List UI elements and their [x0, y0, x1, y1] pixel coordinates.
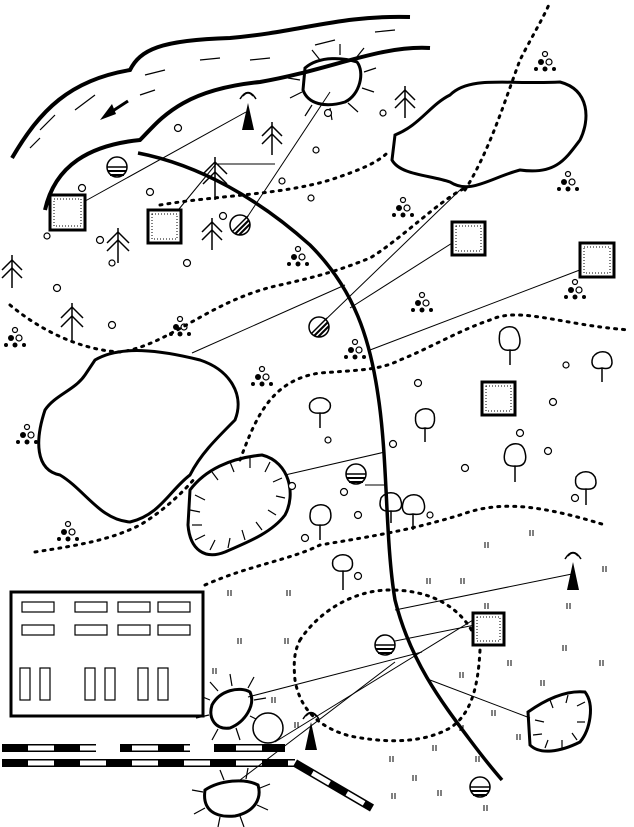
conifer-icon — [106, 228, 130, 263]
grass-tuft-icon — [459, 672, 464, 678]
grass-tuft-icon — [432, 745, 437, 751]
conifer-icon — [1, 255, 23, 288]
rock-pile-icon — [4, 326, 26, 348]
grass-tuft-icon — [475, 756, 480, 762]
building-icon — [48, 193, 87, 232]
grass-tuft-icon — [284, 638, 289, 644]
hill — [191, 767, 271, 827]
building-complex — [9, 590, 205, 718]
grass-tuft-icon — [602, 566, 607, 572]
lake — [390, 80, 588, 189]
dotted-boundaries — [8, 0, 632, 743]
conifer-icon — [201, 218, 223, 250]
grass-tuft-icon — [599, 660, 604, 666]
storage-tank — [252, 712, 284, 744]
tower-icon — [302, 711, 320, 750]
river-current-lines — [29, 29, 396, 149]
hill — [186, 453, 292, 557]
deciduous-tree-icon — [498, 326, 521, 365]
conifer-icon — [261, 122, 283, 155]
deciduous-tree-icon — [331, 554, 354, 590]
deciduous-tree-icon — [308, 397, 332, 428]
flow-arrow-icon — [100, 99, 129, 120]
building-icon — [578, 241, 616, 279]
rock-pile-icon — [534, 50, 556, 72]
boulders — [43, 108, 580, 581]
rock-pile-icon — [287, 245, 309, 267]
well-icon — [308, 316, 330, 338]
building-icon — [480, 380, 517, 417]
grass-tufts — [212, 530, 607, 811]
building-icon — [471, 611, 506, 647]
grass-tuft-icon — [437, 790, 442, 796]
grass-tuft-icon — [412, 775, 417, 781]
river — [10, 14, 431, 211]
deciduous-tree-icon — [401, 494, 426, 530]
grass-tuft-icon — [562, 645, 567, 651]
grass-tuft-icon — [227, 590, 232, 596]
grass-tuft-icon — [491, 710, 496, 716]
building-icon — [146, 208, 183, 245]
deciduous-tree-icon — [414, 408, 436, 442]
rock-pile-icon — [344, 338, 366, 360]
grass-tuft-icon — [212, 668, 217, 674]
grass-tuft-icon — [426, 578, 431, 584]
rock-piles — [4, 50, 586, 542]
grass-tuft-icon — [516, 734, 521, 740]
grass-tuft-icon — [484, 542, 489, 548]
grass-tuft-icon — [389, 756, 394, 762]
conifer-icon — [60, 303, 84, 340]
connector-lines — [77, 91, 586, 781]
well-icon — [469, 776, 491, 798]
deciduous-tree-icon — [574, 471, 597, 505]
building-icon — [450, 220, 487, 257]
grass-tuft-icon — [459, 725, 464, 731]
grass-tuft-icon — [460, 578, 465, 584]
rock-pile-icon — [16, 423, 38, 445]
railway — [2, 744, 375, 812]
grass-tuft-icon — [507, 660, 512, 666]
rock-pile-icon — [57, 520, 79, 542]
grass-tuft-icon — [294, 722, 299, 728]
conifer-icon — [202, 157, 228, 200]
tower-icon — [239, 91, 257, 130]
tower-icon — [564, 551, 582, 590]
well-icon — [374, 634, 396, 656]
grass-tuft-icon — [540, 680, 545, 686]
grass-tuft-icon — [566, 603, 571, 609]
grass-tuft-icon — [484, 603, 489, 609]
rock-pile-icon — [557, 170, 579, 192]
grass-tuft-icon — [483, 805, 488, 811]
hill — [526, 690, 592, 753]
rock-pile-icon — [169, 315, 191, 337]
grass-tuft-icon — [286, 590, 291, 596]
rock-pile-icon — [392, 196, 414, 218]
rock-pile-icon — [411, 291, 433, 313]
grass-tuft-icon — [391, 793, 396, 799]
deciduous-tree-icon — [591, 351, 613, 382]
well-icon — [229, 214, 251, 236]
grass-tuft-icon — [529, 530, 534, 536]
deciduous-tree-icon — [309, 504, 332, 540]
deciduous-tree-icon — [503, 443, 527, 482]
conifer-icon — [394, 86, 416, 118]
deciduous-trees — [308, 326, 613, 590]
grass-tuft-icon — [237, 638, 242, 644]
rock-pile-icon — [251, 365, 273, 387]
well-icon — [106, 156, 128, 178]
deciduous-tree-icon — [379, 492, 403, 523]
rock-pile-icon — [564, 278, 586, 300]
well-icon — [345, 463, 367, 485]
grass-tuft-icon — [271, 697, 276, 703]
lake — [37, 349, 240, 524]
conifer-trees — [1, 86, 416, 340]
